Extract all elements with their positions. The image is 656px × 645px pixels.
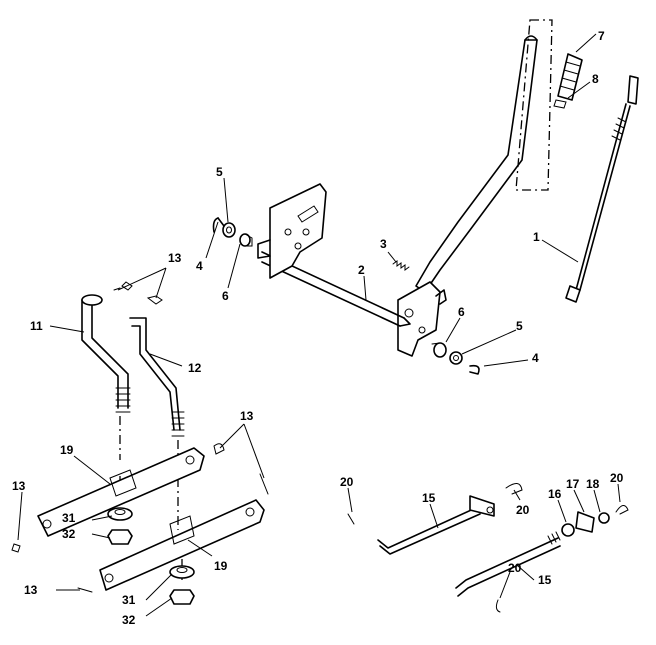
lift-arm-lower: [99, 499, 265, 591]
drawbar-lower: [455, 531, 561, 597]
callout-31: 31: [122, 593, 136, 607]
callout-17: 17: [566, 477, 580, 491]
callout-6: 6: [458, 305, 465, 319]
callout-20: 20: [508, 561, 522, 575]
callout-4: 4: [532, 351, 539, 365]
callout-4: 4: [196, 259, 203, 273]
left-shaft-hardware: [212, 217, 253, 247]
lift-arm-upper: [37, 447, 205, 537]
mounting-plate: [257, 183, 327, 279]
callout-20: 20: [516, 503, 530, 517]
rod-hardware: [347, 483, 629, 613]
handle-grip: [553, 53, 583, 109]
callout-15: 15: [422, 491, 436, 505]
grommet-nut-upper: [107, 507, 133, 545]
callout-8: 8: [592, 72, 599, 86]
grommet-nut-lower: [169, 565, 195, 605]
spring: [392, 260, 410, 271]
lift-link-11: [81, 294, 131, 413]
callout-13: 13: [168, 251, 182, 265]
callout-19: 19: [60, 443, 74, 457]
lift-link-12: [129, 317, 185, 437]
callout-12: 12: [188, 361, 202, 375]
right-shaft-hardware: [431, 342, 480, 375]
clevis-pins-side: [11, 443, 269, 593]
callout-13: 13: [24, 583, 38, 597]
callout-11: 11: [30, 319, 43, 333]
lever-bracket: [397, 281, 447, 357]
callout-5: 5: [216, 165, 223, 179]
drawbar-upper: [377, 495, 495, 555]
callout-13: 13: [12, 479, 26, 493]
callout-3: 3: [380, 237, 387, 251]
callout-7: 7: [598, 29, 605, 43]
callout-15: 15: [538, 573, 552, 587]
callout-32: 32: [122, 613, 136, 627]
callout-31: 31: [62, 511, 76, 525]
callout-20: 20: [610, 471, 624, 485]
leader-lines: [17, 33, 621, 617]
adjustment-rod: [565, 75, 639, 303]
clevis-pins-top: [113, 281, 163, 305]
callout-labels: 1 2 3 4 4 5 5 6 6 7 8 11 12 13 13 13 13 …: [12, 29, 624, 627]
callout-19: 19: [214, 559, 228, 573]
callout-32: 32: [62, 527, 76, 541]
lift-handle: [415, 19, 553, 293]
callout-2: 2: [358, 263, 365, 277]
callout-20: 20: [340, 475, 354, 489]
callout-5: 5: [516, 319, 523, 333]
callout-13: 13: [240, 409, 254, 423]
callout-6: 6: [222, 289, 229, 303]
callout-18: 18: [586, 477, 600, 491]
callout-1: 1: [533, 230, 540, 244]
callout-16: 16: [548, 487, 562, 501]
